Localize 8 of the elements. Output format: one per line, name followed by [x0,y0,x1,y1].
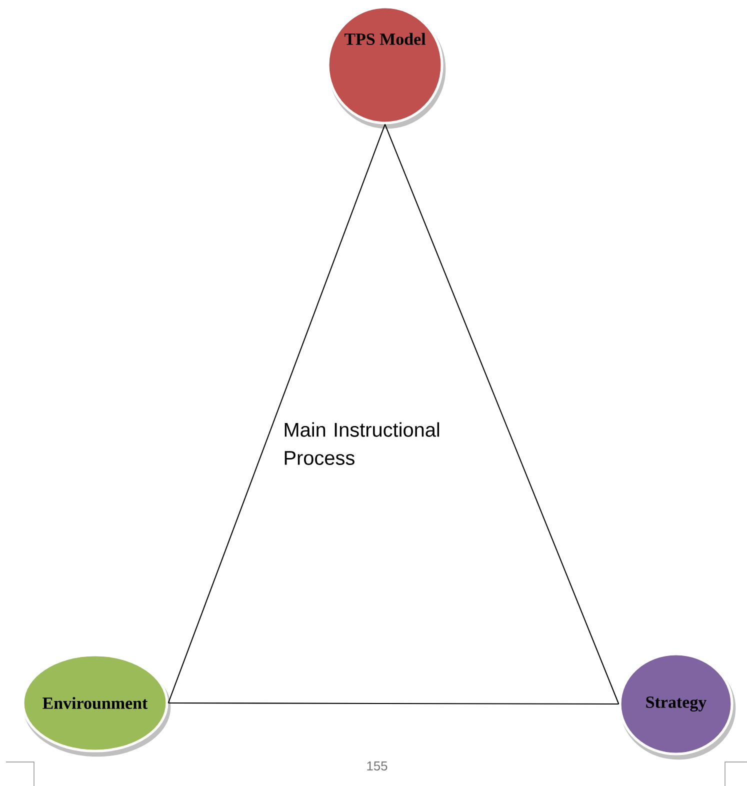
ellipse-node: Envirounment [22,654,171,757]
process-label: Main Instructional Process [284,422,440,465]
circle-node: Strategy [618,652,736,760]
triangle-side [168,124,386,704]
circle-node: TPS Model [326,6,446,129]
page-number: 155 [367,762,388,770]
triangle-side [384,124,620,704]
triangle-side [168,702,619,705]
